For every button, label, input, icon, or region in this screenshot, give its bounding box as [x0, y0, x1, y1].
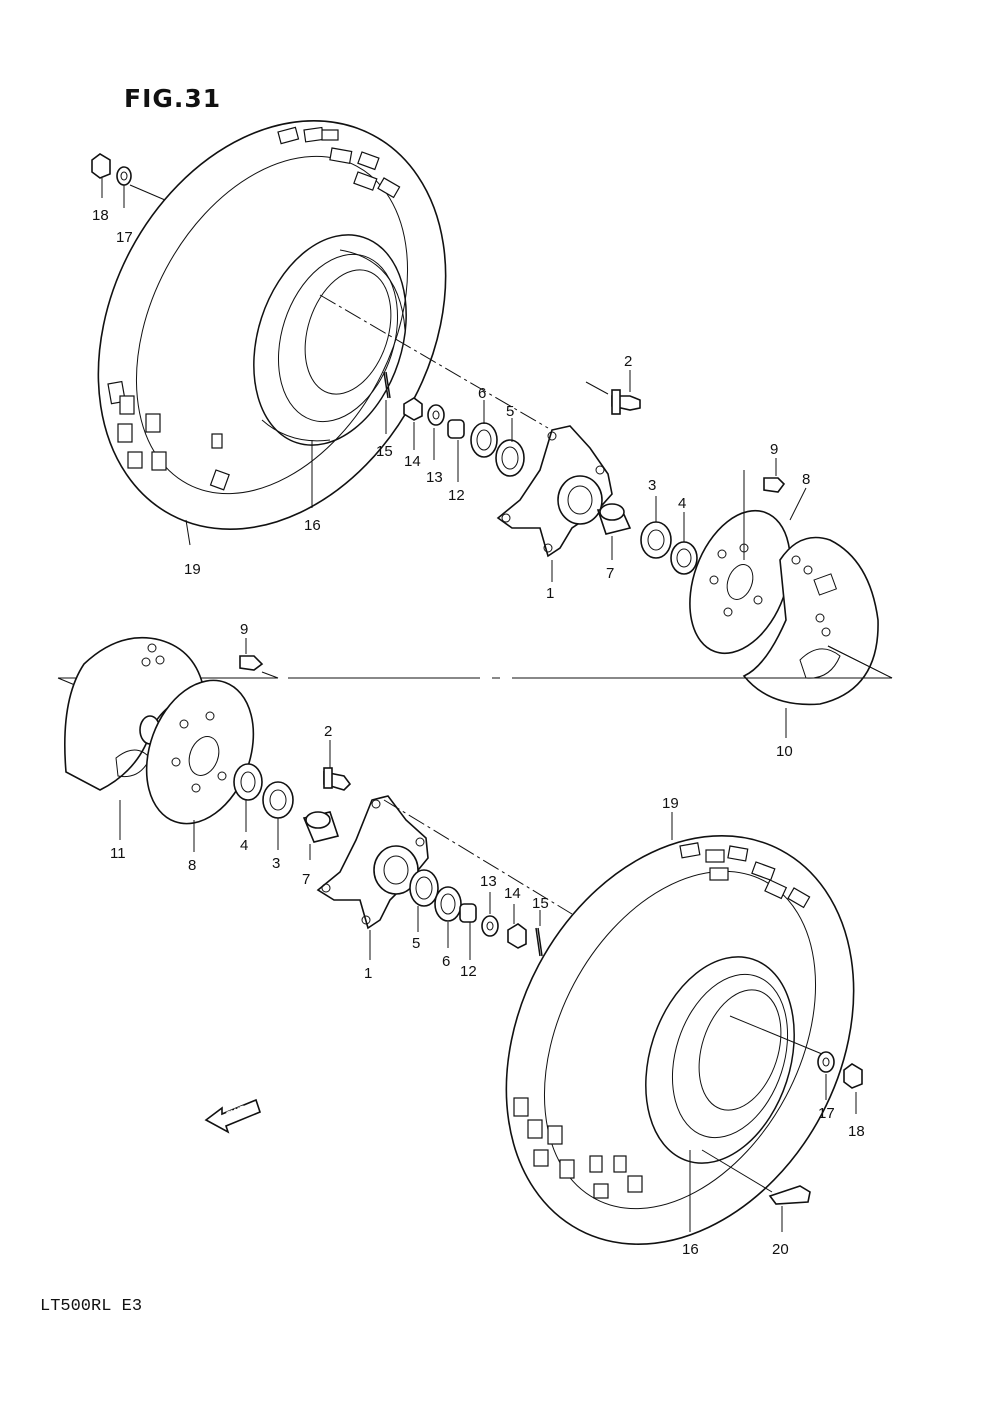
- upper-bearing-5: [495, 439, 525, 477]
- callout-upper-9: 9: [770, 441, 778, 458]
- callout-upper-2: 2: [624, 353, 632, 370]
- lower-nut-14: [507, 923, 527, 949]
- lower-hub: [316, 795, 429, 930]
- callout-lower-13: 13: [480, 873, 497, 890]
- lower-leader-lines: [119, 638, 857, 1232]
- callout-upper-3: 3: [648, 477, 656, 494]
- fwd-arrow-icon: FWD: [204, 1098, 261, 1134]
- callout-upper-17: 17: [116, 229, 133, 246]
- callout-lower-12: 12: [460, 963, 477, 980]
- callout-lower-8: 8: [188, 857, 196, 874]
- callout-lower-17: 17: [818, 1105, 835, 1122]
- upper-cotter-pin-15: [383, 371, 391, 399]
- upper-bearing-6: [470, 422, 498, 458]
- upper-bearing-3: [640, 521, 672, 559]
- upper-spacer-7: [596, 503, 632, 535]
- upper-hub: [496, 425, 613, 558]
- upper-washer-17: [116, 166, 132, 186]
- upper-bearing-4: [670, 541, 698, 575]
- callout-upper-14: 14: [404, 453, 421, 470]
- lower-washer-13: [481, 915, 499, 937]
- callout-upper-4: 4: [678, 495, 686, 512]
- figure-title: FIG.31: [124, 84, 222, 113]
- callout-lower-3: 3: [272, 855, 280, 872]
- callout-upper-10: 10: [776, 743, 793, 760]
- lower-tire: [505, 835, 855, 1245]
- lower-cotter-pin-15: [535, 927, 543, 957]
- upper-washer-13: [427, 404, 445, 426]
- upper-nut-14: [403, 397, 423, 421]
- callout-upper-6: 6: [478, 385, 486, 402]
- callout-upper-16: 16: [304, 517, 321, 534]
- callout-lower-2: 2: [324, 723, 332, 740]
- lower-bearing-4: [233, 763, 263, 801]
- callout-upper-15: 15: [376, 443, 393, 460]
- callout-lower-11: 11: [110, 845, 126, 862]
- lower-spacer-12: [459, 903, 477, 923]
- lower-screw-9: [239, 655, 264, 671]
- valve-stem-20: [768, 1185, 811, 1205]
- lower-bearing-6: [434, 886, 462, 922]
- lower-washer-17: [817, 1051, 835, 1073]
- callout-lower-16: 16: [682, 1241, 699, 1258]
- lower-bolt-2: [323, 767, 352, 791]
- callout-lower-20: 20: [772, 1241, 789, 1258]
- callout-lower-4: 4: [240, 837, 248, 854]
- callout-lower-14: 14: [504, 885, 521, 902]
- upper-tire: [97, 120, 447, 530]
- callout-upper-1: 1: [546, 585, 554, 602]
- callout-lower-9: 9: [240, 621, 248, 638]
- upper-spacer-12: [447, 419, 465, 439]
- upper-screw-9: [763, 477, 786, 493]
- lower-bearing-5: [409, 869, 439, 907]
- callout-upper-18: 18: [92, 207, 109, 224]
- callout-upper-8: 8: [802, 471, 810, 488]
- lower-bearing-3: [262, 781, 294, 819]
- upper-bolt-2: [611, 389, 641, 415]
- lower-nut-18: [843, 1063, 863, 1089]
- callout-lower-6: 6: [442, 953, 450, 970]
- lower-spacer-7: [302, 811, 340, 843]
- callout-lower-7: 7: [302, 871, 310, 888]
- upper-brake-disc: [689, 509, 791, 655]
- callout-lower-18: 18: [848, 1123, 865, 1140]
- callout-upper-13: 13: [426, 469, 443, 486]
- upper-disc-cover: [742, 536, 879, 706]
- callout-lower-5: 5: [412, 935, 420, 952]
- callout-upper-5: 5: [506, 403, 514, 420]
- callout-lower-15: 15: [532, 895, 549, 912]
- callout-upper-7: 7: [606, 565, 614, 582]
- model-label: LT500RL E3: [40, 1297, 143, 1316]
- upper-nut-18: [91, 153, 111, 179]
- callout-upper-19: 19: [184, 561, 201, 578]
- callout-upper-12: 12: [448, 487, 465, 504]
- callout-lower-19: 19: [662, 795, 679, 812]
- callout-lower-1: 1: [364, 965, 372, 982]
